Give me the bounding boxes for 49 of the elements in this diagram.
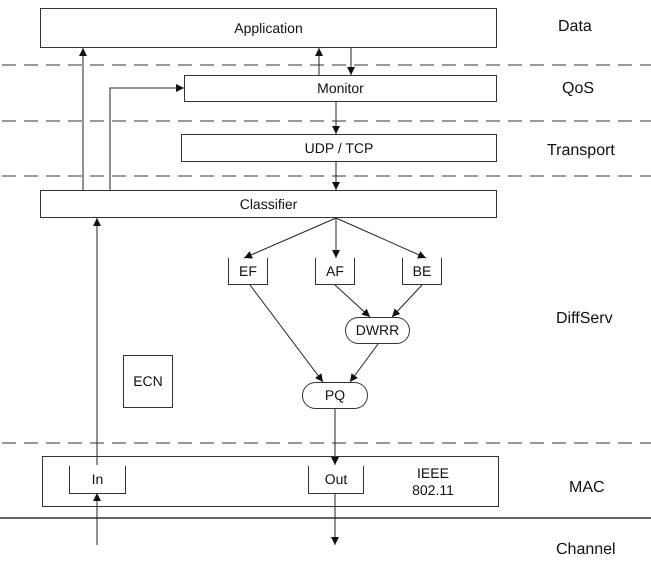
node-label: Classifier	[240, 196, 298, 212]
layer-label: Channel	[556, 541, 616, 559]
process-box	[40, 190, 497, 218]
arrow	[110, 84, 184, 190]
node-label: PQ	[324, 387, 346, 404]
node-label: Application	[234, 20, 303, 36]
arrow	[93, 218, 101, 466]
arrow	[250, 284, 324, 382]
arrow	[315, 48, 323, 76]
node-label: In	[92, 471, 104, 488]
arrow	[331, 408, 339, 466]
scheduler-pill	[345, 317, 410, 344]
arrow	[336, 218, 426, 258]
layer-label: Transport	[547, 142, 615, 160]
layer-label: Data	[558, 18, 592, 36]
node-label: ECN	[133, 373, 163, 390]
process-box	[181, 134, 497, 162]
arrow	[93, 492, 101, 546]
node-label: BE	[412, 262, 432, 280]
node-label: Monitor	[317, 80, 364, 97]
queue-box	[315, 258, 355, 285]
arrow	[334, 284, 370, 318]
arrow	[350, 344, 378, 382]
node-label: EF	[239, 262, 257, 280]
layer-box	[42, 456, 499, 507]
arrow	[392, 284, 422, 318]
arrow	[332, 162, 340, 190]
arrow	[244, 218, 336, 258]
layer-label: QoS	[562, 80, 594, 98]
queue-box	[402, 258, 442, 285]
arrow	[347, 48, 355, 76]
layer-label: DiffServ	[556, 310, 613, 328]
arrow	[332, 218, 340, 258]
node-label: AF	[326, 262, 344, 280]
process-box	[184, 75, 497, 102]
arrow	[79, 48, 87, 190]
queue-box	[308, 466, 364, 494]
process-box	[40, 8, 497, 48]
node-label: Out	[324, 471, 348, 488]
queue-box	[228, 258, 268, 285]
arrow	[331, 492, 339, 546]
node-label: UDP / TCP	[304, 140, 374, 156]
node-label: DWRR	[356, 322, 400, 339]
layer-label: MAC	[569, 479, 605, 497]
node-label: IEEE 802.11	[411, 465, 455, 499]
queue-box	[69, 466, 126, 494]
scheduler-pill	[302, 382, 368, 409]
arrow	[332, 102, 340, 134]
process-box	[123, 355, 173, 408]
